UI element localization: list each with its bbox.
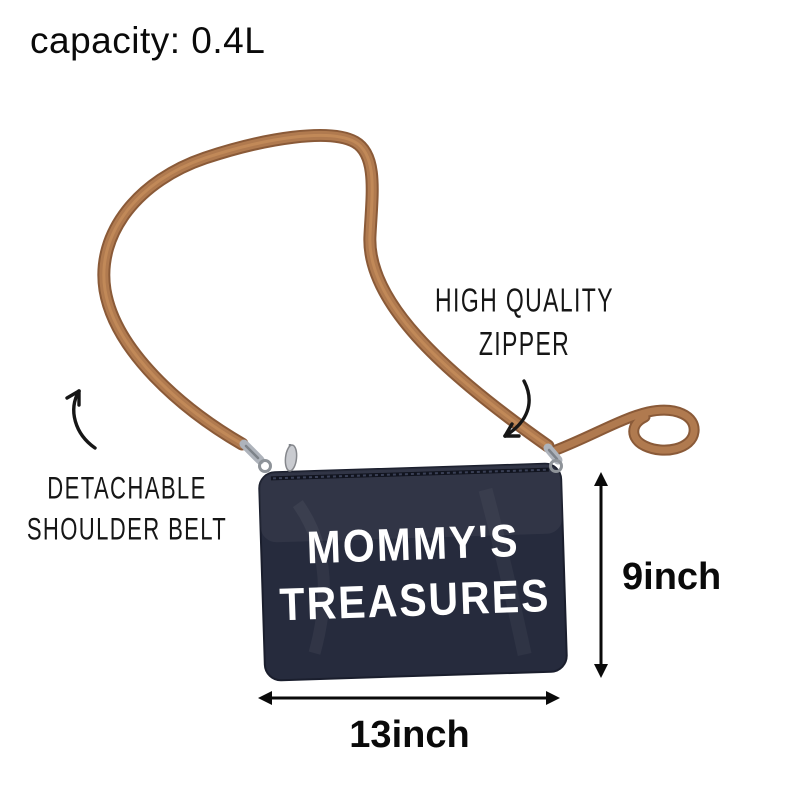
clutch-bag [258, 462, 568, 682]
bag-wrinkle [478, 487, 532, 657]
zipper-teeth [272, 468, 547, 480]
right-snap-hook [543, 443, 563, 473]
belt-annotation-line1: DETACHABLE [47, 470, 207, 507]
belt-arrow [65, 389, 97, 450]
shoulder-strap-sheen [102, 133, 550, 448]
bag-print: MOMMY'S TREASURES [270, 511, 558, 633]
zipper-annotation-line1: HIGH QUALITY [435, 282, 614, 320]
bag-print-line1: MOMMY'S [305, 514, 521, 574]
zipper-annotation-line2: ZIPPER [478, 325, 571, 363]
bag-print-line2: TREASURES [278, 569, 552, 631]
zipper-annotation: HIGH QUALITY ZIPPER [421, 280, 628, 366]
zipper-pull [284, 444, 298, 472]
bag-body [258, 462, 568, 682]
capacity-label: capacity: 0.4L [30, 20, 266, 61]
belt-annotation: DETACHABLE SHOULDER BELT [27, 468, 228, 550]
width-arrow [258, 691, 560, 705]
wrist-strap-body [552, 406, 698, 454]
shoulder-strap [97, 128, 555, 453]
bag-wrinkle [292, 500, 330, 655]
width-dimension-label: 13inch [349, 714, 470, 756]
height-dimension-label: 9inch [622, 556, 722, 598]
left-snap-hook [239, 439, 272, 473]
zipper-arrow [503, 379, 531, 438]
belt-annotation-line2: SHOULDER BELT [26, 511, 228, 548]
wrist-strap [550, 404, 700, 456]
height-arrow [594, 472, 608, 678]
bag-sheen [259, 463, 563, 543]
